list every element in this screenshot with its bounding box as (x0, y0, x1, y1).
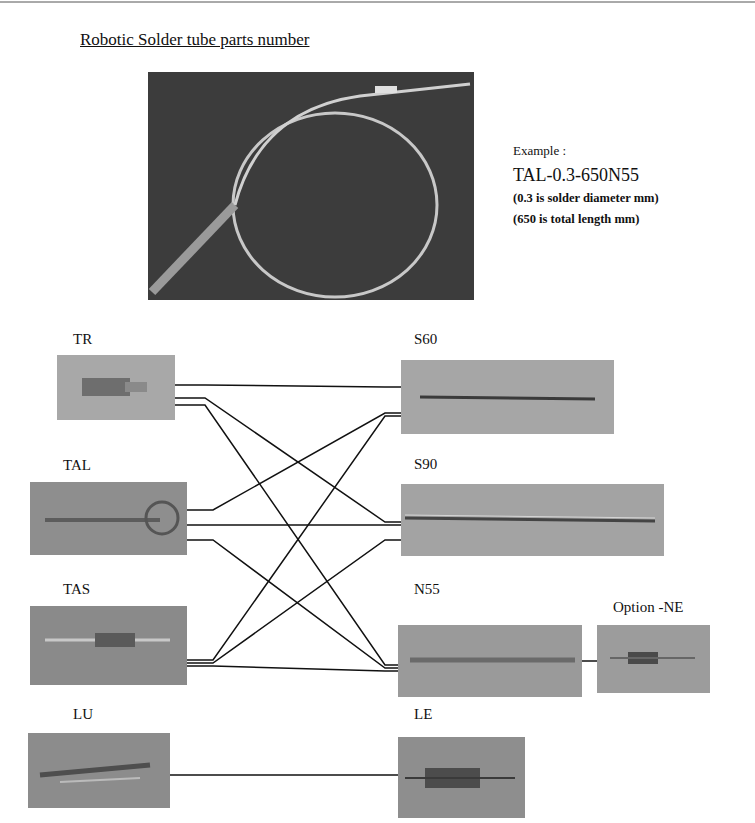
part-label-box: S60 (401, 330, 614, 434)
part-code: N55 (413, 580, 441, 598)
lu-photo (28, 733, 170, 808)
connector-line (582, 660, 597, 662)
part-label-box: LE (398, 705, 525, 818)
page-title: Robotic Solder tube parts number (80, 30, 309, 50)
part-code: Option -NE (612, 598, 684, 616)
option-box: Option -NE (597, 598, 710, 693)
note-text: Example : (513, 143, 566, 159)
part-code: S60 (413, 330, 438, 348)
part-label-box: N55 (398, 580, 582, 697)
connector-line (187, 540, 398, 668)
tas-photo (30, 606, 187, 685)
ne-photo (597, 625, 710, 693)
part-code: TAL (62, 456, 92, 474)
part-code: S90 (413, 455, 438, 473)
part-label-box: LU (28, 705, 170, 808)
example-part-number: TAL-0.3-650N55 (513, 165, 639, 186)
tube-photo (148, 72, 474, 300)
connector-line (187, 413, 401, 510)
part-label-box: TR (57, 330, 175, 420)
connector-line (187, 666, 398, 671)
tr-photo (57, 355, 175, 420)
n55-photo (398, 625, 582, 697)
s60-photo (401, 360, 614, 434)
note-text: (0.3 is solder diameter mm) (513, 191, 659, 206)
part-label-box: S90 (401, 455, 664, 556)
s90-photo (401, 484, 664, 556)
connector-line (187, 524, 401, 526)
part-code: LU (72, 705, 94, 723)
part-code: TAS (62, 580, 91, 598)
part-code: TR (72, 330, 93, 348)
connector-line (187, 540, 401, 663)
le-photo (398, 737, 525, 818)
connector-line (187, 416, 401, 660)
tal-photo (30, 482, 187, 555)
connector-line (175, 398, 401, 522)
connector-line (170, 774, 398, 776)
note-text: (650 is total length mm) (513, 212, 639, 227)
part-label-box: TAS (30, 580, 187, 685)
part-label-box: TAL (30, 456, 187, 555)
part-code: LE (413, 705, 433, 723)
connector-line (175, 385, 401, 387)
top-rule (0, 2, 755, 3)
